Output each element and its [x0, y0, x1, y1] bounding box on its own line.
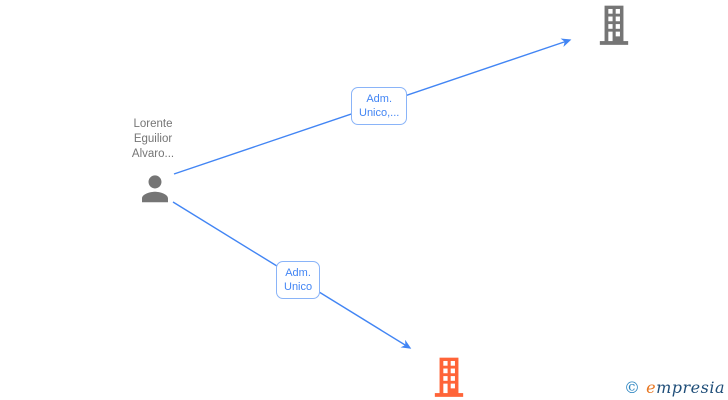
edge-label-line: Adm. — [366, 93, 393, 105]
person-name-line: Lorente — [133, 118, 173, 130]
brand-letter-e: e — [646, 378, 657, 397]
edge-label-line: Adm. — [285, 267, 311, 279]
empresia-watermark-logo: © empresia — [624, 378, 725, 397]
person-name-line: Eguilior — [133, 133, 173, 145]
person-name-line: Alvaro... — [131, 148, 175, 160]
company-building-icon-top[interactable] — [597, 5, 631, 46]
person-icon[interactable] — [136, 169, 174, 207]
copyright-symbol: © — [624, 378, 641, 397]
edge-label-line: Unico — [284, 281, 313, 293]
edge-label-line: Unico,... — [359, 107, 400, 119]
company-building-icon-bottom[interactable] — [432, 357, 466, 398]
edge-label-adm-unico-bottom[interactable]: Adm. Unico — [276, 261, 321, 299]
brand-text: mpresia — [656, 378, 725, 397]
person-name-label: Lorente Eguilior Alvaro... — [103, 117, 203, 162]
edge-label-adm-unico-top[interactable]: Adm. Unico,... — [351, 87, 408, 125]
